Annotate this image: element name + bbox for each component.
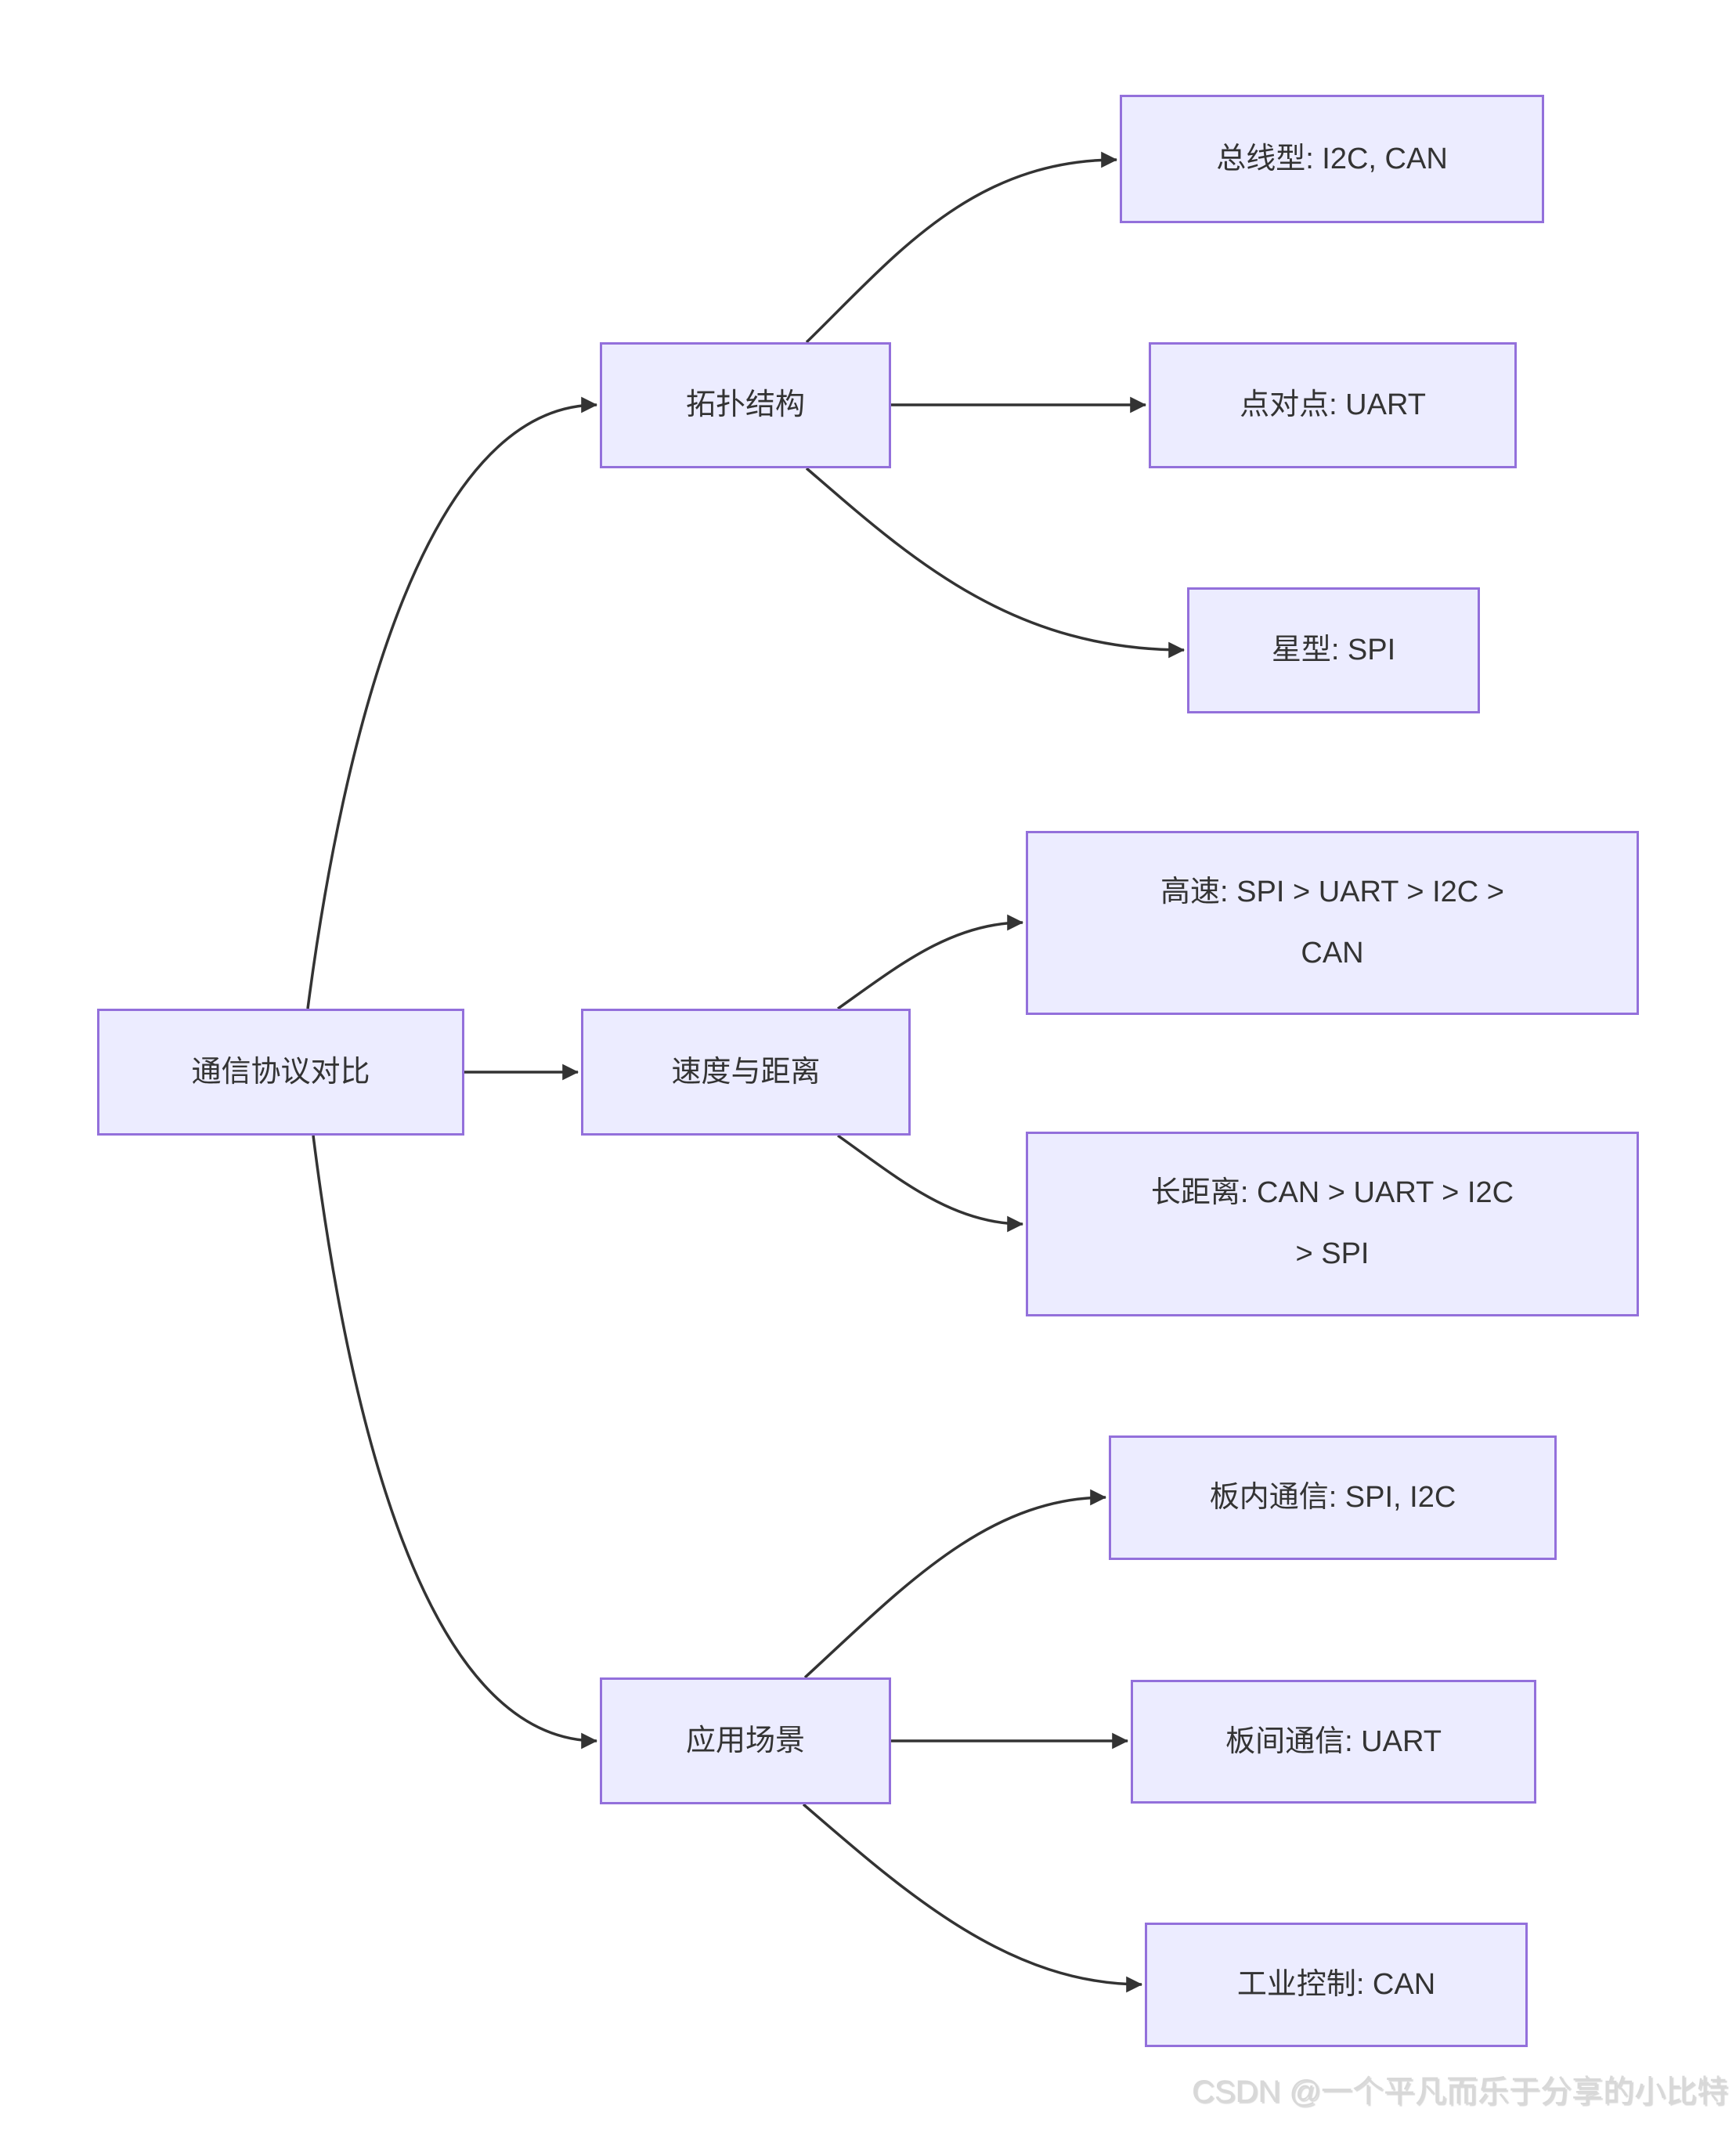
edge-speed-to-longdist [836, 1134, 1024, 1233]
node-point-to-point: 点对点: UART [1149, 342, 1517, 468]
node-onboard-comm: 板内通信: SPI, I2C [1109, 1435, 1557, 1560]
node-bus-type: 总线型: I2C, CAN [1120, 95, 1544, 223]
edge-root-to-topology [306, 396, 598, 1009]
node-application: 应用场景 [600, 1677, 891, 1804]
csdn-watermark: CSDN @一个平凡而乐于分享的小比特 [1191, 2075, 1728, 2109]
edge-app-to-industrial [802, 1803, 1143, 1993]
node-long-distance: 长距离: CAN > UART > I2C > SPI [1026, 1132, 1639, 1316]
node-speed-distance: 速度与距离 [581, 1009, 911, 1136]
edge-speed-to-highspeed [836, 914, 1024, 1010]
node-interboard-comm: 板间通信: UART [1131, 1680, 1536, 1804]
node-root: 通信协议对比 [97, 1009, 464, 1136]
edge-topology-to-star [805, 467, 1186, 659]
node-star-type: 星型: SPI [1187, 587, 1480, 713]
edge-root-to-app [312, 1135, 598, 1750]
node-topology: 拓扑结构 [600, 342, 891, 468]
node-high-speed: 高速: SPI > UART > I2C > CAN [1026, 831, 1639, 1015]
edge-topology-to-bus [805, 151, 1118, 344]
node-industrial-control: 工业控制: CAN [1145, 1923, 1528, 2047]
edge-app-to-onboard [803, 1489, 1107, 1679]
